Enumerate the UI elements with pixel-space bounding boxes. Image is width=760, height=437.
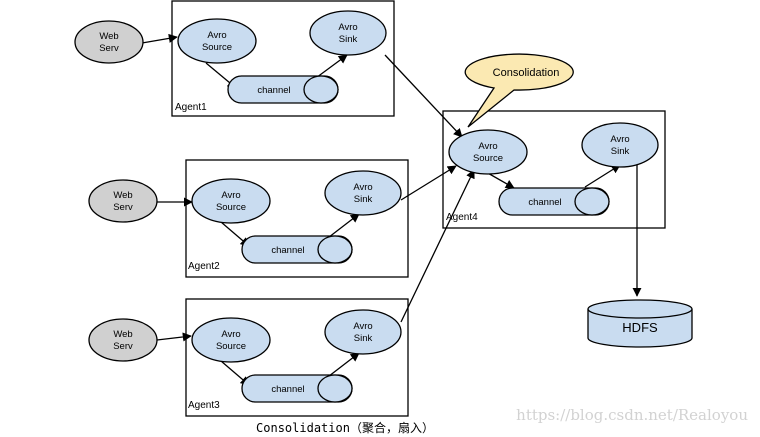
agent2-box [185, 159, 409, 278]
web-server-1-line1: Web [99, 31, 118, 42]
agent3-avro-source-shape [191, 317, 271, 363]
hdfs-label: HDFS [622, 320, 658, 335]
arrow-webserv3-to-agent3 [156, 332, 192, 342]
watermark: https://blog.csdn.net/Realoyou [516, 406, 748, 424]
agent2-avro-sink-shape [324, 170, 402, 216]
hdfs-cylinder-top [587, 299, 693, 319]
agent3-avro-sink: Avro Sink [324, 309, 402, 355]
agent3-source-line1: Avro [221, 329, 240, 340]
web-server-2-line1: Web [113, 190, 132, 201]
agent4-channel-end [574, 187, 610, 216]
arrow-agent1-sink-to-agent4-source [384, 54, 463, 138]
agent2-avro-source: Avro Source [191, 178, 271, 224]
agent3-sink-line2: Sink [354, 333, 373, 344]
agent1-avro-sink-shape [309, 10, 387, 56]
web-server-3: Web Serv [88, 318, 158, 362]
agent1-channel: channel [227, 75, 339, 104]
web-server-3-line1: Web [113, 329, 132, 340]
web-server-1: Web Serv [74, 20, 144, 64]
agent3-channel: channel [241, 374, 353, 403]
consolidation-callout: Consolidation [464, 53, 574, 128]
diagram-caption: Consolidation（聚合，扇入） [256, 421, 434, 435]
agent3-avro-source: Avro Source [191, 317, 271, 363]
agent1-source-line2: Source [202, 42, 232, 53]
agent4-label: Agent4 [446, 212, 478, 223]
arrow-agent4-source-to-channel [485, 171, 515, 189]
agent1-avro-source-shape [177, 18, 257, 64]
agent4-source-line1: Avro [478, 141, 497, 152]
agent4-avro-sink-shape [581, 122, 659, 168]
agent2-channel-label: channel [271, 245, 304, 256]
web-server-3-shape [88, 318, 158, 362]
web-server-2-line2: Serv [113, 202, 133, 213]
agent1-avro-source: Avro Source [177, 18, 257, 64]
agent2-label: Agent2 [188, 261, 220, 272]
web-server-1-line2: Serv [99, 43, 119, 54]
agent2-source-line2: Source [216, 202, 246, 213]
arrow-agent2-sink-to-agent4-source [400, 165, 457, 201]
agent3-source-line2: Source [216, 341, 246, 352]
agent4-channel-label: channel [528, 197, 561, 208]
agent4-avro-source: Avro Source [448, 129, 528, 175]
agent4-avro-source-shape [448, 129, 528, 175]
agent4-box [442, 110, 666, 229]
web-server-2-shape [88, 179, 158, 223]
agent4-sink-line2: Sink [611, 146, 630, 157]
agent1-sink-line1: Avro [338, 22, 357, 33]
agent1-avro-sink: Avro Sink [309, 10, 387, 56]
arrow-agent3-sink-to-agent4-source [400, 169, 475, 323]
web-server-3-line2: Serv [113, 341, 133, 352]
agent3-channel-end [317, 374, 353, 403]
agent4-sink-line1: Avro [610, 134, 629, 145]
agent4-channel: channel [498, 187, 610, 216]
hdfs-cylinder-body [587, 309, 693, 348]
agent1-label: Agent1 [175, 102, 207, 113]
agent1-channel-end [303, 75, 339, 104]
agent4-source-line2: Source [473, 153, 503, 164]
agent2-avro-sink: Avro Sink [324, 170, 402, 216]
arrow-webserv1-to-agent1 [141, 33, 178, 44]
agent1-source-line1: Avro [207, 30, 226, 41]
agent3-channel-label: channel [271, 384, 304, 395]
web-server-1-shape [74, 20, 144, 64]
agent3-box [185, 298, 409, 417]
hdfs-storage: HDFS [587, 299, 693, 348]
agent1-sink-line2: Sink [339, 34, 358, 45]
agent2-sink-line1: Avro [353, 182, 372, 193]
agent2-avro-source-shape [191, 178, 271, 224]
agent2-channel: channel [241, 235, 353, 264]
agent2-sink-line2: Sink [354, 194, 373, 205]
agent1-channel-label: channel [257, 85, 290, 96]
agent2-channel-end [317, 235, 353, 264]
consolidation-callout-text: Consolidation [493, 67, 560, 79]
web-server-2: Web Serv [88, 179, 158, 223]
arrow-agent4-channel-to-sink [584, 164, 621, 188]
consolidation-callout-shape [464, 53, 574, 128]
agent4-avro-sink: Avro Sink [581, 122, 659, 168]
agent1-box [171, 0, 395, 117]
agent3-label: Agent3 [188, 400, 220, 411]
agent3-sink-line1: Avro [353, 321, 372, 332]
agent2-source-line1: Avro [221, 190, 240, 201]
agent3-avro-sink-shape [324, 309, 402, 355]
